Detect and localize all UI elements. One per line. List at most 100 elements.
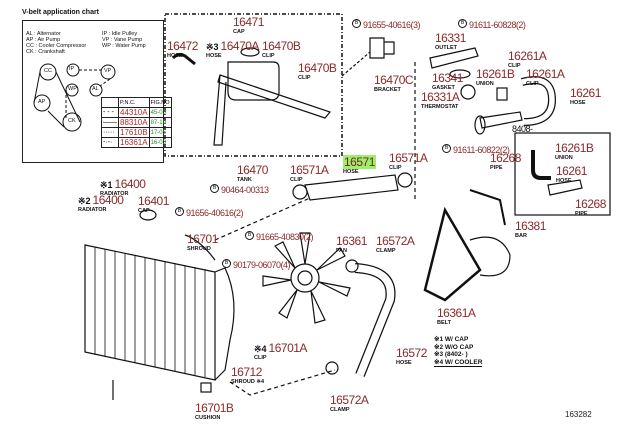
part-number-link[interactable]: 91611-60822(2) (453, 145, 510, 155)
pulley-label: IP (69, 66, 75, 72)
part-number-link[interactable]: 16261 (556, 164, 587, 178)
footnote-mark: ※3 (206, 42, 219, 52)
footnote-mark: ※4 (254, 344, 267, 354)
gasket-shape (449, 69, 471, 79)
legend-desc: Idle Pulley (111, 31, 138, 37)
legend-desc: Crankshaft (38, 49, 65, 55)
part-number-link[interactable]: 90179-06070(4) (233, 260, 291, 270)
legend-desc: Water Pump (115, 43, 146, 49)
part-number-link[interactable]: 16701A (268, 341, 308, 355)
clip-shape (397, 172, 413, 188)
part-number-link[interactable]: 16571A (290, 163, 329, 177)
part-number-link[interactable]: 91656-40616(2) (186, 208, 244, 218)
vbelt-chart (22, 20, 164, 163)
part-number-link[interactable]: 16400 (114, 177, 146, 191)
line-style: -·-· (101, 137, 119, 148)
part-number-link[interactable]: 16701 (187, 232, 218, 246)
part-number-link[interactable]: 16572A (376, 234, 415, 248)
part-number-link[interactable]: 16571 (343, 155, 376, 169)
part-name: BELT (437, 320, 451, 326)
inset-box (514, 132, 611, 216)
part-number-link[interactable]: 16261A (526, 67, 565, 81)
fig[interactable]: 45-03 (148, 107, 172, 118)
part-number-link[interactable]: 91655-40616(3) (363, 20, 421, 30)
part-number-link[interactable]: 16401 (138, 194, 169, 208)
bracket (369, 37, 395, 59)
part-number-link[interactable]: 16361 (336, 234, 367, 248)
pnc[interactable]: 44310A (118, 107, 150, 118)
part-name: UNION (476, 81, 494, 87)
part-number-link[interactable]: 16470 (237, 163, 268, 177)
reserve-tank (227, 61, 280, 101)
legend-desc: Vane Pump (113, 37, 143, 43)
upper-hose (304, 174, 399, 201)
water-outlet (429, 47, 479, 69)
part-number-link[interactable]: 16381 (515, 219, 546, 233)
part-number-link[interactable]: 16701B (195, 401, 234, 415)
part-number-link[interactable]: 16268 (575, 197, 606, 211)
legend-code: CK (26, 49, 34, 55)
part-number-link[interactable]: 16400 (92, 193, 124, 207)
part-number-link[interactable]: 16470B (298, 61, 337, 75)
pulley-label: WP (68, 86, 77, 92)
part-number-link[interactable]: 16470C (374, 73, 414, 87)
pnc[interactable]: 16361A (118, 137, 150, 148)
part-number-link[interactable]: 16261B (555, 141, 594, 155)
part-number-link[interactable]: 90464-00313 (221, 185, 269, 195)
part-number-link[interactable]: 91611-60828(2) (469, 20, 526, 30)
tank-hose (213, 74, 332, 146)
part-number-link[interactable]: 16471 (233, 15, 264, 29)
part-number-link[interactable]: 16261B (476, 67, 515, 81)
pnc[interactable]: 88310A (118, 117, 150, 128)
part-name: HOSE (206, 53, 222, 59)
fig[interactable]: 16-03 (148, 137, 172, 148)
part-name: HOSE (343, 169, 359, 175)
bolt-symbol-icon: B (458, 19, 467, 29)
pnc[interactable]: 17610B (118, 127, 150, 138)
part-number-link[interactable]: 16472 (167, 39, 198, 53)
part-number-link[interactable]: 16331 (435, 31, 466, 45)
legend-entry: AL : Alternator (26, 31, 61, 37)
part-number-link[interactable]: 91665-40830(2) (256, 232, 314, 242)
part-number-link[interactable]: 16572 (396, 346, 427, 360)
clip-shape (292, 184, 308, 200)
part-number-link[interactable]: 16470B (262, 39, 301, 53)
part-number-link[interactable]: 16712 (231, 365, 262, 379)
fig[interactable]: 17-05 (148, 127, 172, 138)
hose-16472 (171, 52, 196, 66)
part-number-link[interactable]: 16571A (389, 151, 428, 165)
part-number-link[interactable]: 16261 (570, 86, 601, 100)
part-number-link[interactable]: 16572A (330, 393, 369, 407)
part-number-link[interactable]: 16470A (220, 39, 260, 53)
part-number-link[interactable]: 16261A (508, 49, 547, 63)
part-number-link[interactable]: 16331A (421, 90, 460, 104)
part-number-link[interactable]: 16268 (490, 151, 521, 165)
part-number-link[interactable]: 16361A (437, 306, 476, 320)
pulley (469, 236, 511, 277)
part-number-link[interactable]: 16341 (432, 71, 463, 85)
part-name: CLIP (254, 355, 267, 361)
fig[interactable]: 87-19 (148, 117, 172, 128)
